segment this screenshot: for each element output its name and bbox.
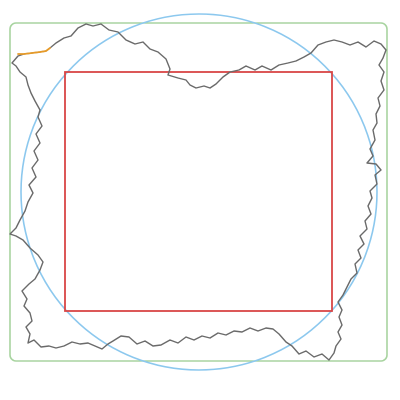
inscribed-rectangle <box>64 71 333 312</box>
enclosing-circle <box>20 13 378 371</box>
boundary-highlight-segment <box>17 47 51 55</box>
outer-bounding-rectangle <box>9 22 388 362</box>
irregular-boundary-outline <box>9 23 387 361</box>
